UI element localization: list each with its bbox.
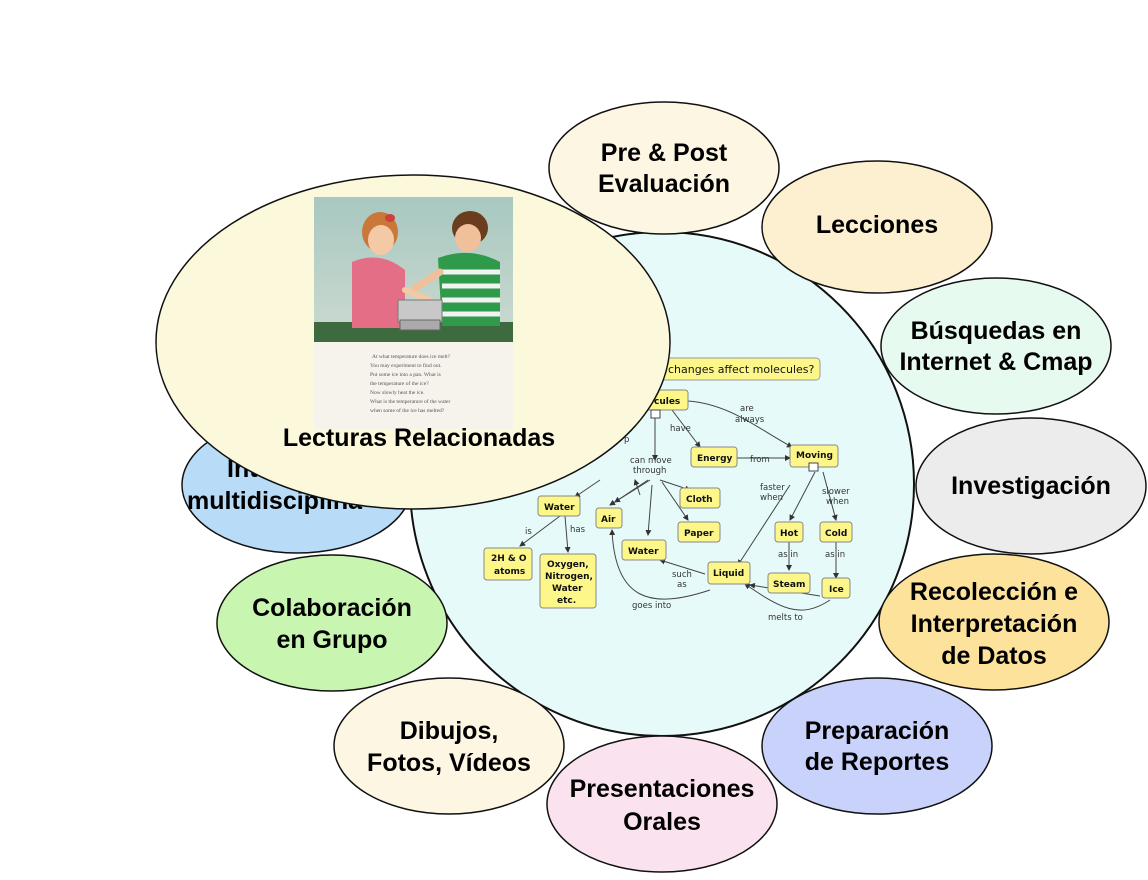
svg-text:Steam: Steam <box>773 580 805 590</box>
bubble-reportes: Preparación de Reportes <box>761 677 993 815</box>
concept-steam: Steam <box>767 572 811 594</box>
concept-water-2: Water <box>621 539 667 561</box>
concept-mix: Oxygen, Nitrogen, Water etc. <box>539 553 597 609</box>
book-page-illustration: At what temperature does ice melt? You m… <box>314 197 513 429</box>
concept-cold: Cold <box>819 521 853 543</box>
resource-icon <box>650 409 661 419</box>
link-such: such <box>672 570 692 580</box>
link-has: has <box>570 525 586 535</box>
svg-text:Fotos, Vídeos: Fotos, Vídeos <box>367 749 531 777</box>
link-slower-when: when <box>826 497 849 507</box>
svg-text:Preparación: Preparación <box>805 717 950 745</box>
book-text: At what temperature does ice melt? You m… <box>370 354 451 414</box>
svg-text:Paper: Paper <box>684 529 714 539</box>
link-p: p <box>624 435 629 445</box>
svg-text:Nitrogen,: Nitrogen, <box>545 572 593 582</box>
svg-text:Presentaciones: Presentaciones <box>570 775 755 803</box>
bubble-dibujos: Dibujos, Fotos, Vídeos <box>333 677 565 815</box>
link-faster: faster <box>760 483 785 493</box>
resource-icon <box>808 462 819 472</box>
svg-text:Liquid: Liquid <box>713 569 744 579</box>
svg-text:when some of the ice has melte: when some of the ice has melted? <box>370 407 445 414</box>
concept-cloth: Cloth <box>679 487 721 509</box>
bubble-investigacion: Investigación <box>915 417 1147 555</box>
bubble-pre-post-evaluacion: Pre & Post Evaluación <box>548 101 780 235</box>
svg-text:Air: Air <box>601 515 616 525</box>
concept-atoms: 2H & O atoms <box>483 547 533 581</box>
link-goes-into: goes into <box>632 601 671 611</box>
concept-ice: Ice <box>821 577 851 599</box>
svg-text:cules: cules <box>654 397 680 407</box>
concept-map: changes affect molecules? <box>483 357 853 623</box>
link-is: is <box>525 527 532 537</box>
svg-text:Ice: Ice <box>829 585 844 595</box>
svg-text:You may experiment to find out: You may experiment to find out. <box>370 362 442 369</box>
svg-text:Internet & Cmap: Internet & Cmap <box>899 348 1092 376</box>
link-faster-when: when <box>760 493 783 503</box>
svg-text:Energy: Energy <box>697 454 733 464</box>
svg-text:Orales: Orales <box>623 808 701 836</box>
concept-energy: Energy <box>690 446 738 468</box>
concept-liquid: Liquid <box>707 561 751 585</box>
svg-text:Evaluación: Evaluación <box>598 170 730 198</box>
bubble-lecturas-relacionadas: At what temperature does ice melt? You m… <box>155 174 671 510</box>
concept-links <box>519 400 839 611</box>
link-through: through <box>633 466 666 476</box>
svg-text:Put some ice into a pan. What: Put some ice into a pan. What is <box>370 372 441 378</box>
svg-text:Hot: Hot <box>780 529 799 539</box>
svg-text:Investigación: Investigación <box>951 472 1111 500</box>
svg-text:Moving: Moving <box>796 451 833 461</box>
concept-air: Air <box>595 507 623 529</box>
svg-text:Dibujos,: Dibujos, <box>400 717 499 745</box>
svg-text:At what temperature does ice m: At what temperature does ice melt? <box>372 354 451 360</box>
svg-text:Pre & Post: Pre & Post <box>601 139 728 167</box>
bubble-presentaciones: Presentaciones Orales <box>546 735 778 873</box>
svg-text:de Datos: de Datos <box>941 642 1047 670</box>
bubble-busquedas: Búsquedas en Internet & Cmap <box>880 277 1112 415</box>
link-as-in-cold: as in <box>825 550 845 560</box>
svg-text:Cloth: Cloth <box>686 495 713 505</box>
svg-text:en Grupo: en Grupo <box>276 626 387 654</box>
svg-text:What is the temperature of the: What is the temperature of the water <box>370 398 450 405</box>
svg-text:Water: Water <box>544 503 575 513</box>
bubble-colaboracion: Colaboración en Grupo <box>216 554 448 692</box>
link-can-move: can move <box>630 456 672 466</box>
link-always: always <box>735 415 765 425</box>
link-slower: slower <box>822 487 850 497</box>
concept-moving: Moving <box>789 444 839 472</box>
svg-text:etc.: etc. <box>557 596 576 606</box>
svg-text:the temperature of the ice?: the temperature of the ice? <box>370 380 429 387</box>
svg-text:Water: Water <box>628 547 659 557</box>
link-as: as <box>677 580 687 590</box>
svg-text:Colaboración: Colaboración <box>252 594 412 622</box>
svg-text:Recolección e: Recolección e <box>910 578 1078 606</box>
svg-text:Lecciones: Lecciones <box>816 211 938 239</box>
svg-text:Now slowly heat the ice.: Now slowly heat the ice. <box>370 390 425 396</box>
link-have: have <box>670 424 691 434</box>
svg-text:2H & O: 2H & O <box>491 554 527 564</box>
bubble-recoleccion: Recolección e Interpretación de Datos <box>878 553 1110 691</box>
svg-text:Búsquedas en: Búsquedas en <box>911 317 1082 345</box>
concept-water: Water <box>537 495 581 517</box>
link-are: are <box>740 404 754 414</box>
svg-text:Cold: Cold <box>825 529 847 539</box>
lecturas-label: Lecturas Relacionadas <box>283 424 555 452</box>
link-from: from <box>750 455 770 465</box>
concept-paper: Paper <box>677 521 721 543</box>
svg-text:Oxygen,: Oxygen, <box>547 560 589 570</box>
svg-text:Interpretación: Interpretación <box>911 610 1078 638</box>
bubble-lecciones: Lecciones <box>761 160 993 294</box>
svg-text:Water: Water <box>552 584 583 594</box>
concept-hot: Hot <box>774 521 804 543</box>
link-as-in-hot: as in <box>778 550 798 560</box>
link-melts-to: melts to <box>768 613 803 623</box>
svg-text:de Reportes: de Reportes <box>805 748 949 776</box>
focus-question: changes affect molecules? <box>668 363 814 376</box>
svg-text:atoms: atoms <box>494 567 525 577</box>
